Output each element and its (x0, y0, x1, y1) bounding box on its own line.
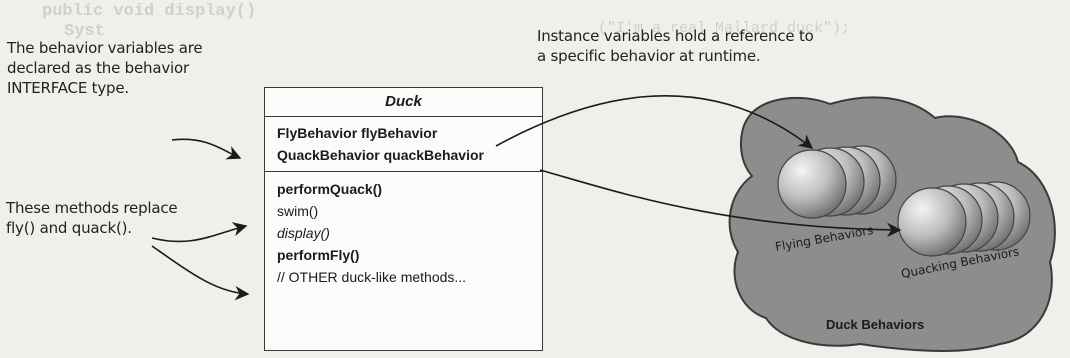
method-swim: swim() (277, 203, 319, 219)
duck-class-name: Duck (265, 88, 542, 117)
instance-variables-note: Instance variables hold a reference to a… (537, 27, 814, 65)
method-perform-quack: performQuack() (277, 181, 383, 197)
arrow-to-perform-fly (151, 245, 250, 301)
field-fly-behavior: FlyBehavior flyBehavior (277, 125, 438, 141)
arrow-to-perform-quack (151, 222, 248, 243)
method-other: // OTHER duck-like methods... (277, 269, 467, 285)
quacking-behaviors-spheres (897, 181, 1031, 257)
arrow-quack-to-quacking-behaviors (539, 169, 902, 238)
interface-type-note: The behavior variables are declared as t… (7, 39, 203, 97)
duck-behaviors-title: Duck Behaviors (826, 317, 924, 332)
duck-methods-section: performQuack() swim() display() performF… (265, 172, 542, 294)
arrow-fly-to-flying-behaviors (495, 95, 814, 149)
flying-behaviors-spheres (777, 145, 897, 219)
replace-methods-note: These methods replace fly() and quack(). (6, 199, 178, 237)
duck-fields-section: FlyBehavior flyBehavior QuackBehavior qu… (265, 117, 542, 172)
arrow-to-fields (171, 138, 242, 160)
duck-class-box: Duck FlyBehavior flyBehavior QuackBehavi… (264, 87, 543, 351)
method-perform-fly: performFly() (277, 247, 360, 263)
method-display: display() (277, 225, 330, 241)
field-quack-behavior: QuackBehavior quackBehavior (277, 147, 484, 163)
